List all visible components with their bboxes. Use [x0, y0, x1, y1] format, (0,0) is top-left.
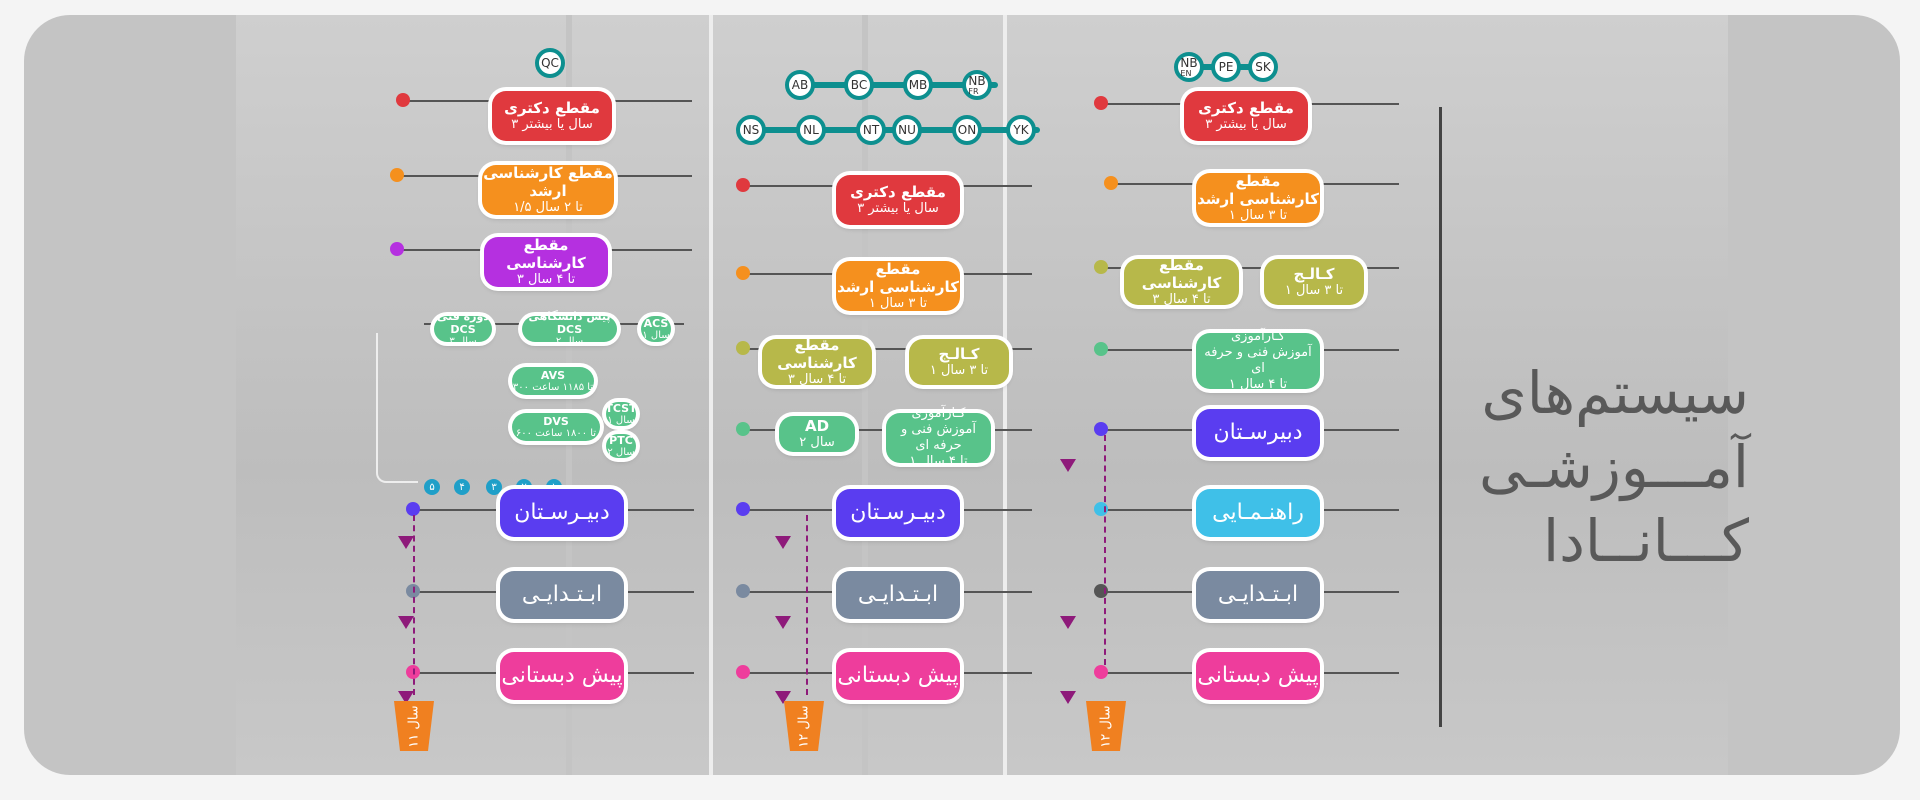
level-preschool: پیش دبستانی [836, 652, 960, 700]
page-title: کـــانــادا [1542, 507, 1749, 575]
level-dot [1094, 96, 1108, 110]
background-photo-left [236, 15, 566, 775]
level-dot [1094, 260, 1108, 274]
level-line [742, 348, 1032, 350]
level-dot [736, 178, 750, 192]
pathway-number: ۵ [424, 479, 440, 495]
title-bar [1439, 107, 1442, 727]
province-badge: NU [892, 115, 922, 145]
years-badge: ۱۲ سال [1086, 701, 1126, 751]
level-primary: ابـتـدایـی [836, 571, 960, 619]
province-badge: ON [952, 115, 982, 145]
province-connector [798, 82, 998, 88]
arrow-down-icon [398, 691, 414, 704]
level-dot [406, 502, 420, 516]
arrow-down-icon [775, 691, 791, 704]
progress-dashed-line [413, 515, 415, 695]
arrow-down-icon [775, 536, 791, 549]
progress-dashed-line [806, 515, 808, 695]
province-badge: SK [1248, 52, 1278, 82]
level-dot [736, 502, 750, 516]
level-line [1099, 267, 1399, 269]
arrow-down-icon [398, 616, 414, 629]
arrow-down-icon [398, 536, 414, 549]
years-badge: ۱۱ سال [394, 701, 434, 751]
level-middle-school: راهنـمـایی [1196, 489, 1320, 537]
level-dot [736, 665, 750, 679]
level-dot [1094, 422, 1108, 436]
page-title: سیستم‌های [1481, 359, 1749, 427]
level-preschool: پیش دبستانی [500, 652, 624, 700]
pathway-connector [376, 333, 418, 483]
level-preschool: پیش دبستانی [1196, 652, 1320, 700]
progress-dashed-line [1104, 435, 1106, 665]
province-badge: NT [856, 115, 886, 145]
arrow-down-icon [1060, 459, 1076, 472]
years-badge: ۱۲ سال [784, 701, 824, 751]
level-dot [736, 341, 750, 355]
column-divider [1003, 15, 1007, 775]
page-title: آمـــوزشـی [1478, 433, 1749, 501]
pathway-number: ۳ [486, 479, 502, 495]
level-dot [1094, 665, 1108, 679]
level-dot [390, 168, 404, 182]
pathway-number: ۴ [454, 479, 470, 495]
province-badge: QC [535, 48, 565, 78]
arrow-down-icon [775, 616, 791, 629]
arrow-down-icon [1060, 616, 1076, 629]
column-divider [709, 15, 713, 775]
province-badge: PE [1211, 52, 1241, 82]
level-dot [1094, 342, 1108, 356]
province-badge: BC [844, 70, 874, 100]
level-dot [390, 242, 404, 256]
level-high-school: دبیـرسـتان [500, 489, 624, 537]
province-badge: YK [1006, 115, 1036, 145]
level-primary: ابـتـدایـی [1196, 571, 1320, 619]
level-primary: ابـتـدایـی [500, 571, 624, 619]
level-dot [736, 584, 750, 598]
province-badge: MB [903, 70, 933, 100]
level-dot [396, 93, 410, 107]
province-badge: NL [796, 115, 826, 145]
province-badge: AB [785, 70, 815, 100]
level-dot [736, 422, 750, 436]
level-dot [736, 266, 750, 280]
level-high-school: دبیرسـتان [1196, 409, 1320, 457]
level-dot [1104, 176, 1118, 190]
province-badge: NS [736, 115, 766, 145]
level-high-school: دبیـرسـتان [836, 489, 960, 537]
arrow-down-icon [1060, 691, 1076, 704]
